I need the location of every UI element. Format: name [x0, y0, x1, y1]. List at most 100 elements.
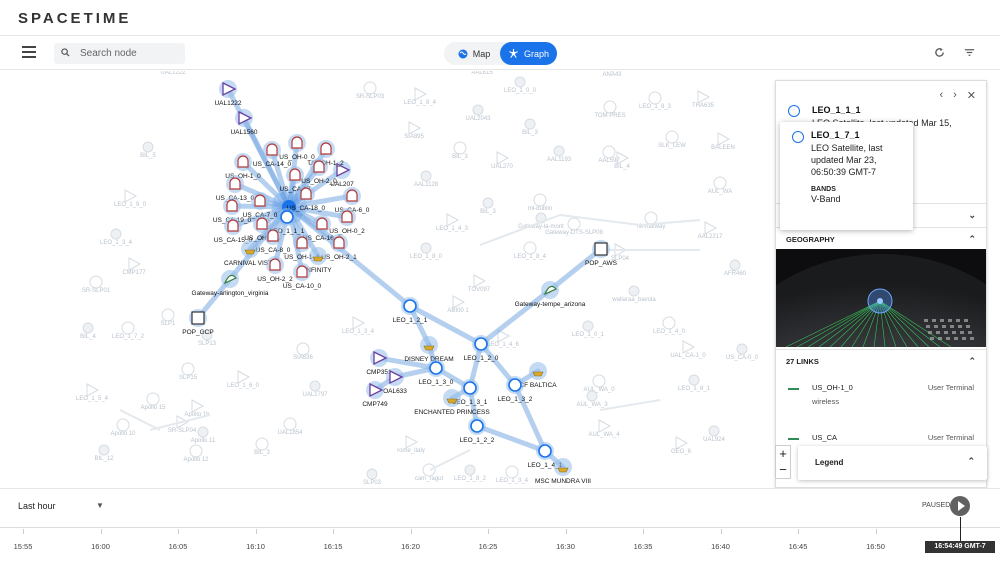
chevron-up-icon[interactable]: ⌃ — [967, 456, 975, 466]
ghost-node[interactable] — [420, 242, 432, 254]
chevron-left-icon[interactable]: ‹ — [939, 89, 944, 101]
node-ship[interactable]: CF BALTICA — [519, 362, 557, 389]
ghost-node[interactable] — [582, 320, 594, 332]
close-icon[interactable]: ✕ — [966, 90, 976, 102]
ghost-node[interactable] — [524, 118, 536, 130]
node-plane[interactable]: UAL1222 — [214, 80, 242, 107]
ghost-plane-node[interactable] — [616, 151, 630, 165]
node-ground[interactable]: US_OH-2_2 — [257, 256, 293, 283]
play-button[interactable] — [950, 496, 970, 516]
node-sat[interactable]: LEO_1_2_1 — [393, 297, 428, 324]
node-gateway[interactable]: Gateway-arlington_virginia — [192, 270, 269, 297]
ghost-node[interactable] — [713, 176, 727, 190]
chevron-up-icon[interactable]: ⌃ — [968, 356, 976, 366]
ghost-plane-node[interactable] — [496, 151, 510, 165]
ghost-plane-node[interactable] — [704, 221, 718, 235]
filter-icon[interactable] — [964, 47, 975, 58]
network-link[interactable] — [286, 204, 413, 309]
node-sat[interactable]: LEO_1_2_2 — [460, 417, 495, 444]
node-plane[interactable]: CMP351 — [366, 349, 392, 376]
ghost-plane-node[interactable] — [191, 399, 205, 413]
ghost-node[interactable] — [116, 418, 130, 432]
node-sat[interactable]: LEO_1_3_1 — [453, 379, 488, 406]
ghost-node[interactable] — [533, 193, 547, 207]
node-ground[interactable]: US_CA-8_0 — [256, 227, 291, 254]
ghost-plane-node[interactable] — [682, 340, 696, 354]
time-range-select[interactable]: Last hour — [18, 501, 56, 511]
node-ground[interactable]: US_OH-1_1 — [284, 234, 320, 261]
ghost-node[interactable] — [567, 217, 581, 231]
ghost-node[interactable] — [121, 321, 135, 335]
ghost-plane-node[interactable] — [598, 419, 612, 433]
ghost-node[interactable] — [736, 343, 748, 355]
search-box[interactable] — [54, 43, 185, 64]
ghost-plane-node[interactable] — [452, 295, 466, 309]
network-link[interactable] — [240, 159, 292, 210]
network-link[interactable] — [286, 204, 350, 220]
dropdown-arrow-icon[interactable]: ▼ — [96, 501, 104, 510]
ghost-node[interactable] — [422, 463, 436, 477]
ghost-plane-node[interactable] — [124, 189, 138, 203]
ghost-plane-node[interactable] — [237, 370, 251, 384]
ghost-node[interactable] — [514, 76, 526, 88]
node-ground[interactable]: US_OH-1_0 — [225, 153, 261, 180]
ghost-node[interactable] — [662, 316, 676, 330]
node-ground[interactable]: US_CA-16_0 — [303, 215, 342, 242]
ghost-plane-node[interactable] — [128, 257, 142, 271]
node-gateway[interactable]: Gateway-tempe_arizona — [515, 281, 586, 308]
ghost-node[interactable] — [592, 374, 606, 388]
ghost-node[interactable] — [602, 145, 616, 159]
ghost-node[interactable] — [665, 130, 679, 144]
ghost-node[interactable] — [181, 362, 195, 376]
ghost-plane-node[interactable] — [408, 121, 422, 135]
ghost-node[interactable] — [505, 465, 519, 479]
node-ship[interactable]: CARNIVAL VISTA — [224, 240, 277, 267]
node-ship[interactable]: MSC MUNDRA VIII — [535, 458, 591, 485]
ghost-plane-node[interactable] — [405, 435, 419, 449]
graph-view-button[interactable]: Graph — [500, 42, 557, 65]
node-ship[interactable]: ENCHANTED PRINCESS — [414, 389, 490, 416]
node-plane[interactable]: OAL633 — [383, 368, 407, 395]
network-link[interactable] — [269, 147, 292, 210]
ghost-node[interactable] — [189, 444, 203, 458]
node-pop[interactable]: POP_AWS — [585, 240, 618, 267]
ghost-plane-node[interactable] — [697, 90, 711, 104]
ghost-node[interactable] — [82, 322, 94, 334]
ghost-plane-node[interactable] — [86, 383, 100, 397]
legend-panel[interactable]: Legend ⌃ — [798, 446, 987, 480]
ghost-node[interactable] — [283, 417, 297, 431]
node-ground[interactable]: US_OH-2_0 — [301, 158, 337, 185]
ghost-node[interactable] — [729, 259, 741, 271]
ghost-node[interactable] — [628, 285, 640, 297]
node-sat[interactable]: LEO_1_4_1 — [528, 442, 563, 469]
search-input[interactable] — [80, 45, 180, 62]
ghost-node[interactable] — [708, 425, 720, 437]
node-ground[interactable]: US_OH-0_0 — [279, 134, 315, 161]
ghost-plane-node[interactable] — [352, 316, 366, 330]
ghost-node[interactable] — [644, 211, 658, 225]
ghost-node[interactable] — [453, 141, 467, 155]
node-ground[interactable]: US_CA-14_0 — [253, 141, 292, 168]
ghost-plane-node[interactable] — [497, 329, 511, 343]
ghost-node[interactable] — [255, 437, 269, 451]
links-section-header[interactable]: 27 LINKS ⌃ — [776, 349, 986, 371]
ghost-node[interactable] — [482, 197, 494, 209]
ghost-node[interactable] — [603, 100, 617, 114]
ghost-plane-node[interactable] — [675, 436, 689, 450]
timeline-axis[interactable] — [0, 527, 1000, 528]
node-plane[interactable]: CMP749 — [362, 381, 388, 408]
node-ship[interactable]: DISNEY DREAM — [404, 336, 454, 363]
node-ground[interactable]: US_OH-0_2 — [329, 208, 365, 235]
ghost-node[interactable] — [146, 392, 160, 406]
ghost-node[interactable] — [201, 329, 213, 341]
ghost-node[interactable] — [464, 464, 476, 476]
ghost-plane-node[interactable] — [176, 415, 190, 429]
ghost-node[interactable] — [420, 170, 432, 182]
ghost-node[interactable] — [366, 468, 378, 480]
node-sat[interactable]: LEO_1_1_1 — [270, 208, 305, 235]
zoom-in-button[interactable]: + — [779, 446, 787, 461]
hamburger-icon[interactable] — [22, 46, 36, 58]
ghost-plane-node[interactable] — [473, 274, 487, 288]
